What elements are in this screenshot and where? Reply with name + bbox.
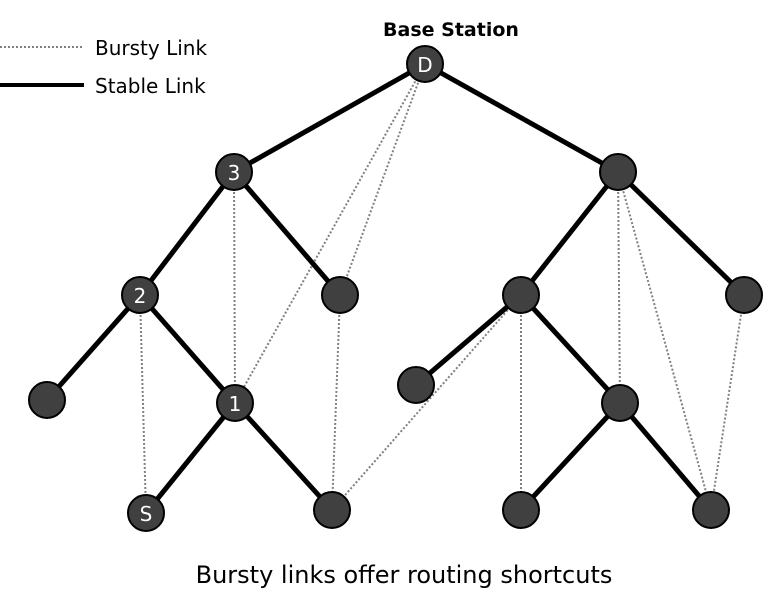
legend: Bursty Link Stable Link xyxy=(0,36,207,98)
node-L xyxy=(28,381,66,419)
bursty-link-R-R4 xyxy=(617,171,621,404)
node-circle xyxy=(502,276,540,314)
bursty-link-D-n1 xyxy=(234,63,426,404)
stable-link-D-n3 xyxy=(232,61,427,175)
node-S: S xyxy=(127,494,165,532)
stable-link-R4-R5 xyxy=(519,401,622,512)
node-label: 3 xyxy=(228,161,241,185)
bursty-links xyxy=(139,63,745,514)
node-R2 xyxy=(725,276,763,314)
caption: Bursty links offer routing shortcuts xyxy=(196,561,613,589)
node-circle xyxy=(725,276,763,314)
bursty-link-n2-S xyxy=(139,294,147,514)
stable-link-n2-n1 xyxy=(138,293,237,405)
stable-link-R1-R3 xyxy=(414,293,523,387)
node-circle xyxy=(313,491,351,529)
bursty-link-R2-R6 xyxy=(710,294,745,511)
stable-link-n1-S xyxy=(144,401,237,515)
legend-bursty-label: Bursty Link xyxy=(95,36,207,60)
node-circle xyxy=(321,276,359,314)
node-label: 2 xyxy=(134,284,147,308)
node-n1: 1 xyxy=(216,384,254,422)
stable-link-R-R1 xyxy=(519,170,620,297)
stable-link-R-R2 xyxy=(616,170,746,297)
node-circle xyxy=(599,153,637,191)
node-label: D xyxy=(417,53,432,77)
stable-link-n1-B xyxy=(233,401,334,512)
bursty-link-B-R1 xyxy=(331,294,522,511)
node-label: S xyxy=(140,502,153,526)
stable-link-R1-R4 xyxy=(519,293,622,405)
node-R1 xyxy=(502,276,540,314)
node-n2: 2 xyxy=(121,276,159,314)
stable-link-n2-L xyxy=(45,293,142,402)
stable-link-n3-M xyxy=(232,170,342,297)
node-label: 1 xyxy=(229,392,242,416)
node-R3 xyxy=(397,366,435,404)
node-circle xyxy=(127,494,165,532)
node-circle xyxy=(692,491,730,529)
node-D: D xyxy=(406,45,444,83)
node-circle xyxy=(121,276,159,314)
node-circle xyxy=(28,381,66,419)
node-n3: 3 xyxy=(215,153,253,191)
nodes: D 3 2 1S xyxy=(28,45,763,532)
bursty-link-n3-n1 xyxy=(233,171,236,404)
stable-link-D-R xyxy=(423,61,620,175)
stable-link-R4-R6 xyxy=(618,401,713,512)
node-circle xyxy=(215,153,253,191)
bursty-link-M-B xyxy=(331,294,341,511)
node-circle xyxy=(502,491,540,529)
node-circle xyxy=(601,384,639,422)
node-M xyxy=(321,276,359,314)
legend-stable-label: Stable Link xyxy=(95,74,206,98)
node-circle xyxy=(216,384,254,422)
stable-links xyxy=(45,61,746,515)
bursty-link-D-M xyxy=(339,63,426,296)
base-station-title: Base Station xyxy=(383,19,519,41)
node-R6 xyxy=(692,491,730,529)
node-R5 xyxy=(502,491,540,529)
bursty-link-R-R6 xyxy=(617,171,712,511)
node-circle xyxy=(397,366,435,404)
node-B xyxy=(313,491,351,529)
node-R xyxy=(599,153,637,191)
stable-link-n3-n2 xyxy=(138,170,236,297)
node-R4 xyxy=(601,384,639,422)
node-circle xyxy=(406,45,444,83)
